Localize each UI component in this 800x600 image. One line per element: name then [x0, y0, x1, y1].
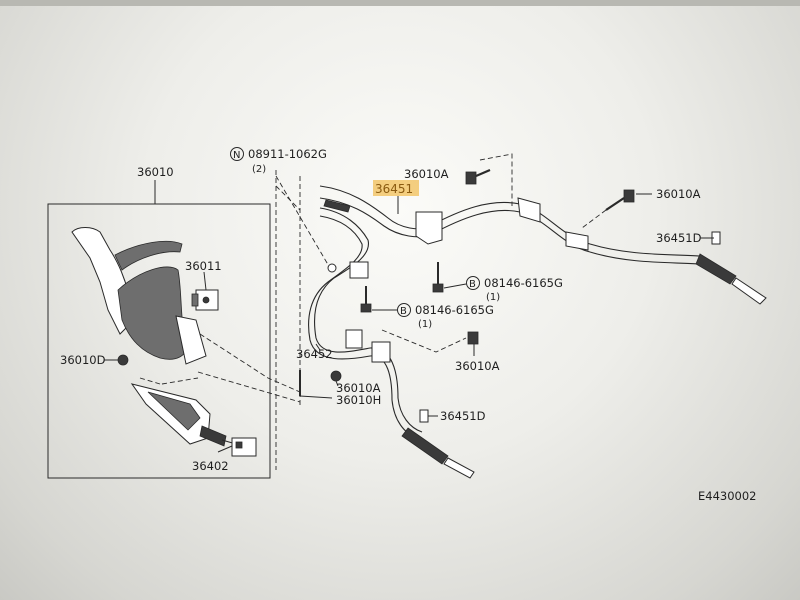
bolt-36010A-low: [330, 370, 342, 382]
n-marker-letter: N: [233, 150, 240, 161]
label-08911-1062G: 08911-1062G: [248, 147, 327, 161]
front-cable-36451: [319, 185, 591, 253]
monitor-top-edge: [0, 0, 800, 6]
bolt-08146-b: [360, 286, 372, 313]
rear-cable-36452: [308, 207, 475, 479]
label-36010A-top: 36010A: [404, 167, 449, 181]
label-36010A-right: 36010A: [656, 187, 701, 201]
label-08146-a: 08146-6165G: [484, 276, 563, 290]
bolt-08146-a: [432, 262, 444, 293]
b-marker-letter-b: B: [400, 306, 407, 317]
part-highlight-36451: [373, 180, 419, 196]
label-08146-b: 08146-6165G: [415, 303, 494, 317]
b-marker-icon-a: [466, 276, 480, 290]
leader-36011: [203, 271, 207, 291]
label-36451-highlighted: 36451: [375, 182, 413, 196]
assembly-guide-left: [139, 371, 301, 403]
rear-right-cable-end: [589, 231, 767, 305]
label-36452: 36452: [296, 347, 333, 361]
assembly-guide-mid: [199, 333, 301, 393]
label-36010: 36010: [137, 165, 174, 179]
label-36010A-mid: 36010A: [455, 359, 500, 373]
bolt-36010A-top: [465, 168, 491, 185]
b-marker-letter-a: B: [469, 279, 476, 290]
bolt-36010A-right: [605, 189, 635, 211]
label-08146-b-qty: (1): [418, 319, 432, 330]
lever-cover: [71, 227, 207, 365]
label-36010D-left: 36010D: [60, 353, 106, 367]
clip-36451D-low: [419, 409, 429, 423]
n-marker-icon: [230, 147, 244, 161]
label-08146-a-qty: (1): [486, 292, 500, 303]
label-36451D-top: 36451D: [656, 231, 702, 245]
label-36010H: 36010H: [336, 393, 381, 407]
label-08911-qty: (2): [252, 164, 266, 175]
lever-assembly-frame: [47, 203, 271, 479]
figure-code: E4430002: [698, 489, 756, 503]
bolt-36010A-mid: [467, 331, 479, 356]
label-36011: 36011: [185, 259, 222, 273]
nut-36010D-left: [117, 354, 129, 366]
label-36010A-low: 36010A: [336, 381, 381, 395]
label-36402: 36402: [192, 459, 229, 473]
b-marker-icon-b: [397, 303, 411, 317]
label-36451D-low: 36451D: [440, 409, 486, 423]
bracket-36011: [191, 289, 219, 311]
lever-base: [130, 383, 257, 457]
